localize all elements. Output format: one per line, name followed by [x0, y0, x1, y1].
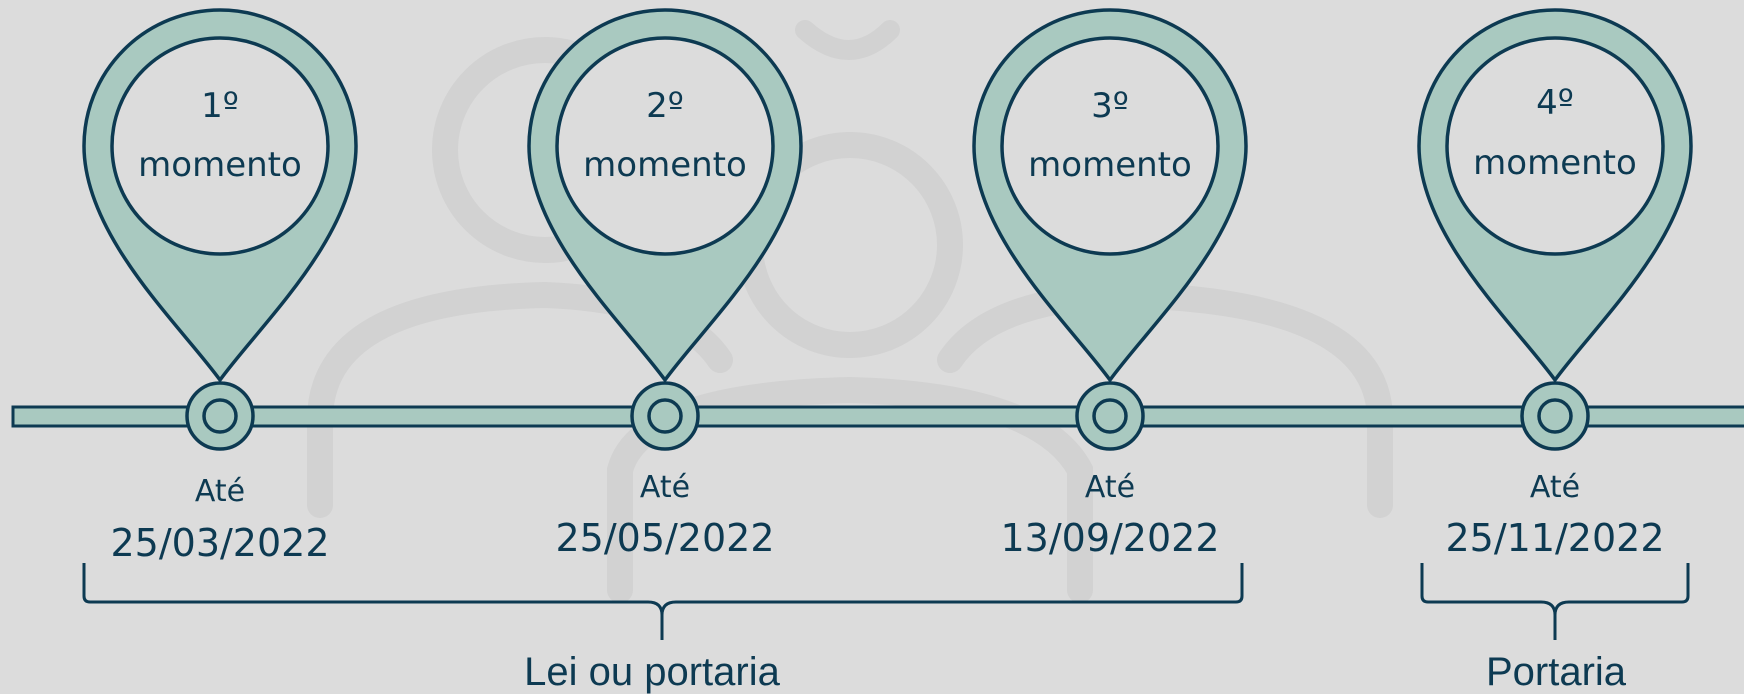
timeline-node-inner: [202, 398, 238, 434]
group-label-law-or-ordinance: Lei ou portaria: [524, 650, 780, 694]
pin-inner-circle: [1000, 36, 1220, 256]
group-label-ordinance: Portaria: [1486, 650, 1627, 694]
timeline-node-inner: [647, 398, 683, 434]
moment-date: 25/03/2022: [110, 521, 329, 565]
moment-ordinal: 2º: [646, 86, 684, 126]
pin-inner-circle: [555, 36, 775, 256]
date-prefix: Até: [1085, 470, 1135, 505]
moment-date: 13/09/2022: [1000, 516, 1219, 560]
pin-inner-circle: [1445, 36, 1665, 256]
moment-word: momento: [583, 145, 747, 185]
moment-date: 25/05/2022: [555, 516, 774, 560]
timeline-baseline: [11, 405, 1744, 428]
group-brace-1: [82, 563, 1244, 640]
group-brace-2: [1420, 563, 1690, 640]
moment-ordinal: 4º: [1536, 83, 1574, 123]
date-prefix: Até: [195, 474, 245, 509]
moment-word: momento: [1028, 145, 1192, 185]
date-prefix: Até: [640, 470, 690, 505]
pin-inner-circle: [110, 36, 330, 256]
moment-ordinal: 1º: [201, 86, 239, 126]
moment-word: momento: [138, 145, 302, 185]
moment-date: 25/11/2022: [1445, 516, 1664, 560]
timeline-node-inner: [1092, 398, 1128, 434]
date-prefix: Até: [1530, 470, 1580, 505]
moment-word: momento: [1473, 143, 1637, 183]
moment-ordinal: 3º: [1091, 86, 1129, 126]
timeline-node-inner: [1537, 398, 1573, 434]
